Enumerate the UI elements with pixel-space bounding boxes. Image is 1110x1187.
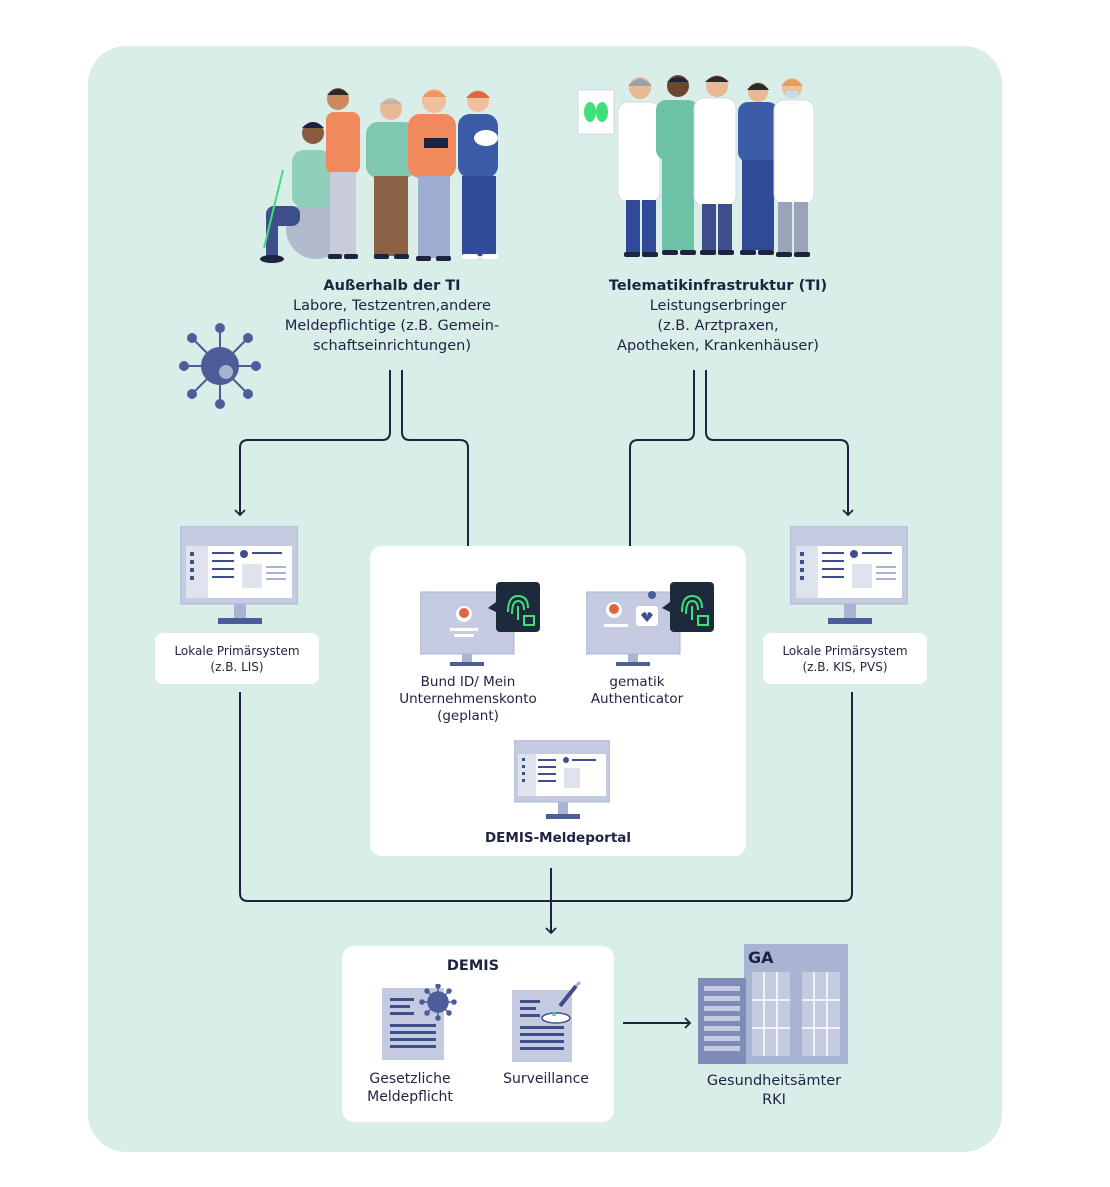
outside-ti-line2: Meldepflichtige (z.B. Gemein- <box>284 318 500 334</box>
bund-id-line3: (geplant) <box>437 708 499 724</box>
connector-primary-systems-bus <box>239 692 853 902</box>
legal-line1: Gesetzliche <box>369 1071 451 1087</box>
monitor-icon <box>514 740 610 819</box>
outside-ti-title: Außerhalb der TI <box>323 278 461 294</box>
monitor-icon <box>180 526 298 624</box>
bund-id-line2: Unternehmenskonto <box>399 691 537 707</box>
outside-ti-line1: Labore, Testzentren,andere <box>293 298 491 314</box>
receivers-label: Gesundheitsämter RKI <box>694 1072 854 1110</box>
connector-ti-to-primary-right <box>705 370 854 517</box>
primary-system-left-card: Lokale Primärsystem (z.B. LIS) <box>155 633 319 684</box>
primary-left-line1: Lokale Primärsystem <box>174 644 300 658</box>
people-group-ti-illustration <box>577 75 815 257</box>
legal-obligation-label: Gesetzliche Meldepflicht <box>354 1070 466 1106</box>
meldeportal-label: DEMIS-Meldeportal <box>484 830 632 846</box>
ti-description: Telematikinfrastruktur (TI) Leistungserb… <box>578 276 858 356</box>
flow-connectors <box>234 370 854 1029</box>
ti-title: Telematikinfrastruktur (TI) <box>608 278 828 294</box>
building-icon <box>698 944 848 1064</box>
authenticator-line1: gematik <box>609 674 665 690</box>
virus-icon <box>179 323 261 409</box>
ti-line1: Leistungserbringer <box>649 298 787 314</box>
building-sign: GA <box>748 948 774 967</box>
outside-ti-description: Außerhalb der TI Labore, Testzentren,and… <box>262 276 522 356</box>
meldeportal-card: Bund ID/ Mein Unternehmenskonto (geplant… <box>370 546 746 856</box>
authenticator-line2: Authenticator <box>590 691 684 707</box>
authenticator-monitor-icon <box>586 582 714 666</box>
outside-ti-line3: schaftseinrichtungen) <box>312 338 472 354</box>
ti-line3: Apotheken, Krankenhäuser) <box>617 338 819 354</box>
primary-right-line2: (z.B. KIS, PVS) <box>802 660 888 674</box>
connector-outside-to-primary-left <box>234 370 391 517</box>
authenticator-label: gematik Authenticator <box>566 674 708 708</box>
legal-line2: Meldepflicht <box>367 1089 453 1105</box>
receivers-line1: Gesundheitsämter <box>706 1073 842 1089</box>
bund-id-line1: Bund ID/ Mein <box>420 674 516 690</box>
document-virus-icon <box>382 984 457 1060</box>
connector-outside-to-bund-id <box>401 370 474 577</box>
document-surveillance-icon <box>512 980 582 1062</box>
monitor-icon <box>790 526 908 624</box>
primary-system-right-card: Lokale Primärsystem (z.B. KIS, PVS) <box>763 633 927 684</box>
bund-id-monitor-icon <box>420 582 540 666</box>
surveillance-label: Surveillance <box>503 1071 589 1087</box>
ti-line2: (z.B. Arztpraxen, <box>657 318 779 334</box>
receivers-line2: RKI <box>762 1092 786 1108</box>
bund-id-label: Bund ID/ Mein Unternehmenskonto (geplant… <box>390 674 546 725</box>
primary-left-line2: (z.B. LIS) <box>210 660 264 674</box>
demis-card: DEMIS Gesetzliche Meldepfl <box>342 946 614 1122</box>
demis-title: DEMIS <box>446 958 500 974</box>
connector-ti-to-authenticator <box>624 370 695 577</box>
people-group-outside-ti-illustration <box>260 88 498 263</box>
primary-right-line1: Lokale Primärsystem <box>782 644 908 658</box>
